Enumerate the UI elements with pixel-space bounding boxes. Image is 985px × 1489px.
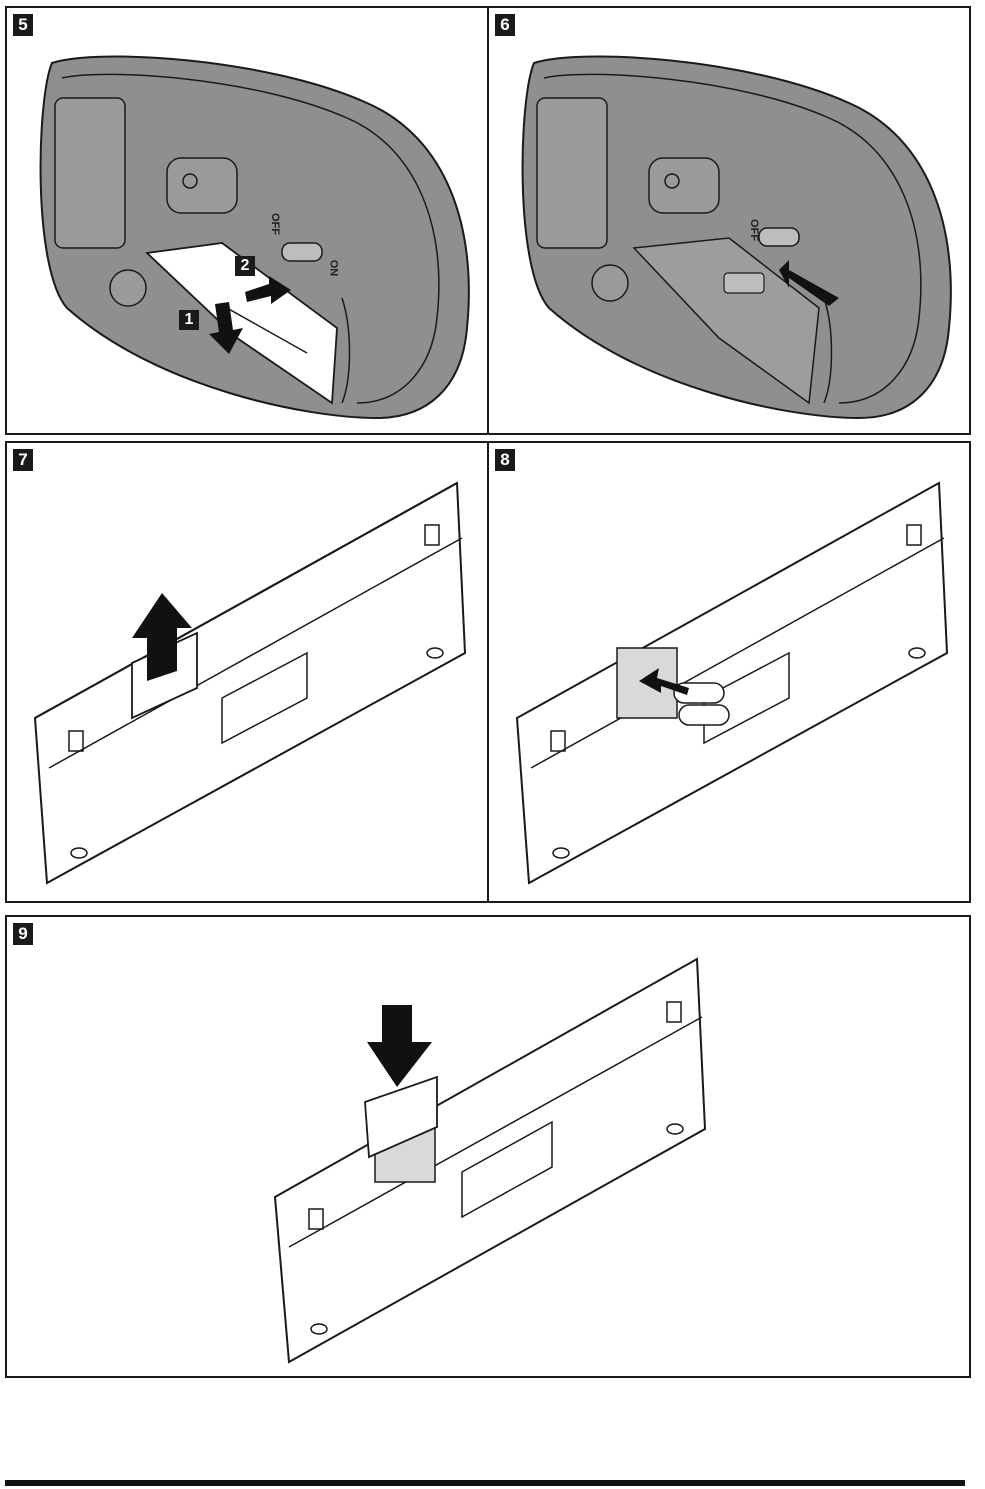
switch-on-label: ON <box>327 260 339 277</box>
keyboard-illustration <box>489 443 971 903</box>
mouse-illustration <box>489 8 971 435</box>
switch-off-label: OFF <box>269 213 281 235</box>
mouse-illustration <box>7 8 489 435</box>
panel-step-6: 6 OFF <box>487 6 971 435</box>
footer-rule <box>5 1480 965 1486</box>
keyboard-illustration <box>7 917 971 1378</box>
switch-off-label: OFF <box>748 219 760 241</box>
panel-step-9: 9 <box>5 915 971 1378</box>
keyboard-illustration <box>7 443 489 903</box>
panel-step-5: 5 1 2 OFF ON <box>5 6 489 435</box>
callout-1: 1 <box>179 310 199 330</box>
panel-step-8: 8 <box>487 441 971 903</box>
callout-2: 2 <box>235 256 255 276</box>
panel-step-7: 7 <box>5 441 489 903</box>
